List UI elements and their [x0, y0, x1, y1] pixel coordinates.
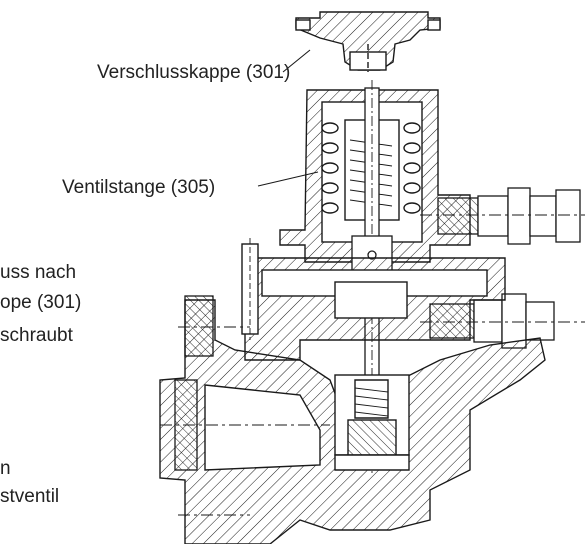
side-text-line-1: uss nach: [0, 262, 77, 283]
cap-leader-line: [282, 49, 311, 73]
center-lines: [160, 214, 585, 516]
fitting-upper: [437, 187, 581, 245]
cap-label: Verschlusskappe (301): [97, 62, 291, 83]
side-text-line-2: ope (301): [0, 292, 82, 313]
side-text-line-4: n: [0, 458, 11, 479]
stem-label: Ventilstange (305): [62, 177, 216, 198]
valve-body: [159, 299, 546, 544]
side-text-line-3: schraubt: [0, 325, 73, 346]
valve-spring: [321, 122, 421, 214]
side-text-line-5: stventil: [0, 486, 60, 507]
closure-cap: [295, 11, 441, 72]
diaphragm-section: [241, 238, 506, 361]
stem-leader-line: [257, 171, 319, 187]
